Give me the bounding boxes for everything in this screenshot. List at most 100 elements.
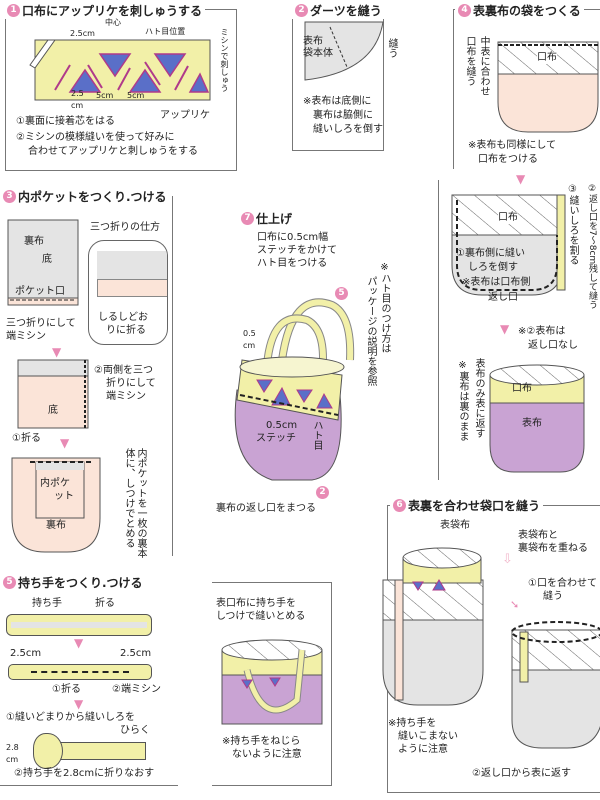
label-step-2: ②返し口を7〜8cm残して縫う — [587, 184, 597, 310]
label-2-5cm-b: 2.5cm — [120, 648, 152, 659]
label-grommet: ハト目 — [311, 420, 322, 450]
outer-bag-illustration — [489, 364, 585, 473]
title-text: 表裏布の袋をつくる — [473, 4, 581, 18]
title-text: 内ポケットをつくり.つける — [18, 190, 167, 204]
label-open-2: ひらく — [120, 725, 150, 736]
bag-assembly-illustration — [451, 194, 566, 296]
step-2-text-b: 合わせてアップリケと刺しゅうをする — [28, 146, 198, 157]
label-5cm-a: 5cm — [96, 91, 114, 100]
step-number: 7 — [241, 212, 254, 225]
label-stitch: ステッチ — [256, 433, 296, 444]
label-2-5cm-a: 2.5cm — [10, 648, 42, 659]
ref-badge-2: 2 — [316, 486, 329, 499]
label-overlap-2: 裏袋布を重ねる — [518, 543, 588, 554]
label-opening: 返し口 — [488, 292, 518, 303]
label-kuchinuno-2: 口布 — [498, 212, 518, 224]
label-turn: ②返し口から表に返す — [472, 768, 571, 779]
label-refold: ②持ち手を2.8cmに折りなおす — [14, 768, 155, 779]
bags-overlap-illustration — [382, 547, 484, 706]
arrow-down-icon: ▼ — [516, 172, 526, 186]
label-2-5cm: 2.5cm — [70, 29, 95, 38]
label-machine-embroidery: ミシンで刺しゅう — [220, 28, 229, 92]
label-applique: アップリケ — [160, 110, 210, 121]
label-pocket-mouth: ポケット口 — [15, 286, 65, 297]
section-5-attach-box — [212, 582, 332, 786]
label-fold: 折る — [95, 598, 115, 609]
label-inner-pocket-2: ット — [54, 491, 74, 502]
label-hem-1: 三つ折りにして — [6, 318, 76, 329]
label-kuchinuno: 口布 — [537, 52, 557, 64]
label-lining-1: ①裏布側に縫い — [456, 248, 525, 259]
label-0-5cm: 0.5 cm — [243, 329, 256, 350]
label-bag-body: 袋本体 — [303, 48, 333, 59]
arrow-down-icon: ▼ — [74, 697, 84, 711]
label-sides-1: ②両側を三つ — [94, 365, 153, 376]
label-close-opening: 裏布の返し口をまつる — [216, 503, 316, 514]
label-outer-side: ※表布は口布側 — [462, 277, 531, 288]
note-2: 口布をつける — [478, 154, 538, 165]
label-stitch-2: ステッチをかけて — [257, 245, 337, 256]
label-align: 中表に合わせ — [478, 36, 489, 96]
label-open-1: ①縫いどまりから縫いしろを — [6, 712, 135, 723]
label-twist-2: ないように注意 — [232, 749, 302, 760]
fold-how-callout — [88, 240, 168, 345]
label-fold: ①折る — [12, 433, 41, 444]
label-sew-2: 縫う — [543, 591, 563, 602]
handle-strip-2 — [8, 664, 152, 680]
label-2-5cm-b: 2.5 cm — [71, 89, 84, 110]
section-4-border-lower — [438, 180, 439, 480]
ref-badge-5: 5 — [335, 287, 348, 300]
title-text: 表裏を合わせ袋口を縫う — [408, 499, 541, 513]
arrow-down-icon: ▼ — [52, 345, 62, 359]
label-fold-1: ①折る — [52, 684, 81, 695]
label-twist-1: ※持ち手をねじら — [222, 736, 301, 747]
label-lining-note: ※裏布は裏のまま — [457, 360, 468, 441]
label-fold-how: 三つ折りの仕方 — [90, 222, 160, 233]
step-number: 6 — [393, 499, 406, 512]
label-sew: 縫う — [386, 38, 397, 58]
step-2-text-a: ②ミシンの模様縫いを使って好みに — [16, 132, 175, 143]
note-line-1: ※表布は底側に — [303, 96, 372, 107]
label-caution-2: 縫いこまない — [398, 731, 458, 742]
pocket-fold-illustration — [17, 359, 89, 429]
label-handle: 持ち手 — [32, 598, 62, 609]
label-hem-2: 端ミシン — [6, 331, 46, 342]
arrow-down-icon: ▼ — [500, 322, 510, 336]
label-outer-bag: 表袋布 — [440, 520, 470, 531]
note-line-2: 裏布は脇側に — [313, 110, 373, 121]
label-sides-3: 端ミシン — [106, 391, 146, 402]
label-lining: 裏布 — [24, 236, 44, 247]
arrow-down-icon: ⇩ — [502, 552, 513, 567]
title-text: ダーツを縫う — [310, 4, 382, 18]
label-5cm-b: 5cm — [127, 91, 145, 100]
finished-bag-illustration — [234, 298, 355, 481]
handle-open-end — [33, 733, 63, 769]
dart-illustration — [304, 21, 384, 81]
label-sides-2: 折りにして — [106, 378, 156, 389]
label-caution-3: ように注意 — [398, 744, 448, 755]
label-lining-2: しろを倒す — [468, 262, 518, 273]
note-3a: ※②表布は — [518, 326, 566, 337]
label-attach-1: 表口布に持ち手を — [216, 598, 296, 609]
note-3b: 返し口なし — [528, 340, 578, 351]
bags-sewn-illustration — [511, 621, 600, 749]
label-stitch-3: ハト目をつける — [257, 258, 328, 269]
note-line-3: 縫いしろを倒す — [313, 124, 383, 135]
label-caution-1: ※持ち手を — [388, 718, 437, 729]
section-3-border — [172, 196, 173, 556]
step-number: 1 — [7, 4, 20, 17]
label-outer-fabric: 表布 — [522, 418, 542, 429]
label-2-8cm: 2.8 cm — [6, 743, 19, 764]
arrow-right-icon: ➘ — [510, 598, 520, 611]
label-mark-2: りに折る — [106, 325, 146, 336]
label-stitch-1: 口布に0.5cm幅 — [257, 232, 329, 243]
handle-attach-illustration — [221, 639, 323, 725]
step-number: 3 — [3, 190, 16, 203]
pocket-attached-illustration — [11, 457, 101, 553]
arrow-down-icon: ▼ — [74, 636, 84, 650]
